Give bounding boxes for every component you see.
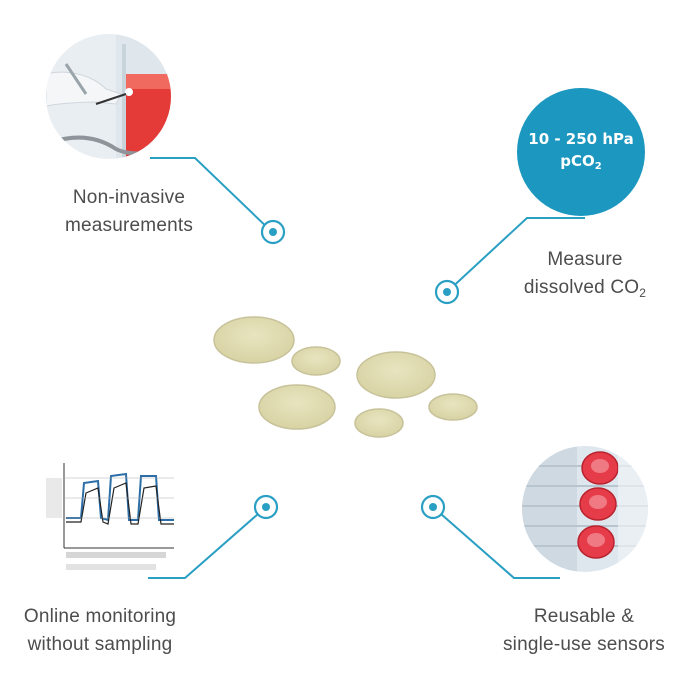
culture-flasks-photo (522, 446, 648, 572)
monitoring-chart-image (46, 448, 174, 576)
feature-reusable-line1: Reusable & (533, 606, 635, 627)
pco2-unit-sub: 2 (594, 161, 602, 172)
sensor-disc (428, 393, 478, 421)
feature-dissolved-co2-line2-sub: 2 (639, 286, 647, 300)
feature-reusable-sensors: Reusable & single-use sensors (494, 603, 674, 659)
sensor-disc (213, 316, 295, 364)
connector-line-dissolved-co2 (446, 217, 585, 293)
target-dot-icon-group (253, 219, 460, 520)
target-dot-icon (420, 494, 446, 520)
connector-line-reusable (432, 506, 560, 579)
feature-dissolved-co2: Measure dissolved CO2 (495, 246, 675, 302)
pco2-unit-prefix: pCO (560, 152, 595, 170)
feature-online-line1: Online monitoring (23, 606, 177, 627)
feature-non-invasive-line1: Non-invasive (72, 187, 186, 208)
sensor-disc (354, 408, 404, 438)
pco2-range-value: 10 - 250 hPa (528, 130, 634, 148)
feature-online-line2: without sampling (27, 634, 173, 655)
target-dot-icon (253, 494, 279, 520)
pco2-unit: pCO2 (517, 150, 645, 172)
pco2-range-badge: 10 - 250 hPa pCO2 (517, 88, 645, 216)
feature-dissolved-co2-line2-prefix: dissolved CO (523, 277, 640, 298)
connector-line-online (148, 506, 267, 579)
feature-dissolved-co2-line2: dissolved CO2 (495, 274, 675, 302)
connector-line-non-invasive (150, 157, 273, 233)
feature-non-invasive-line2: measurements (64, 215, 194, 236)
sensor-disc (291, 346, 341, 376)
feature-online-monitoring: Online monitoring without sampling (10, 603, 190, 659)
feature-dissolved-co2-line1: Measure (547, 249, 623, 270)
lab-flask-photo (46, 34, 171, 159)
target-dot-icon (260, 219, 286, 245)
sensor-disc (258, 384, 336, 430)
target-dot-icon (434, 279, 460, 305)
feature-non-invasive: Non-invasive measurements (44, 184, 214, 240)
sensor-discs-illustration (213, 316, 478, 438)
feature-reusable-line2: single-use sensors (502, 634, 665, 655)
sensor-disc (356, 351, 436, 399)
